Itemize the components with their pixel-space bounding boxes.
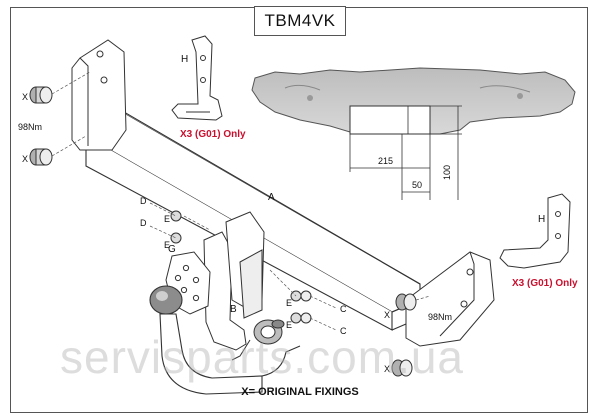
bumper-panel [251,67,576,135]
torque-right: 98Nm [428,312,452,322]
label-d-2: D [140,218,147,228]
label-e-4: E [286,320,292,330]
dimension-lines [349,105,462,200]
left-side-bracket [71,39,127,151]
torque-left: 98Nm [18,122,42,132]
label-d-1: D [140,196,147,206]
watermark: servisparts.com.ua [60,331,465,383]
dim-215: 215 [378,156,393,166]
label-h-right: H [538,214,545,225]
right-side-bracket [405,251,495,347]
label-h-top: H [181,54,188,65]
ball-mount-plate [203,211,265,351]
note-x3-top: X3 (G01) Only [180,129,246,140]
fasteners [29,86,417,377]
label-x-1: X [22,92,28,102]
label-c-2: C [340,326,347,336]
label-c-1: C [340,304,347,314]
label-x-2: X [22,154,28,164]
label-e-1: E [164,214,170,224]
leader-lines [51,71,431,331]
bracket-h-top [171,35,223,121]
tow-ball-neck [149,285,301,395]
cutout-rectangle [349,105,431,135]
label-x-3: X [384,310,390,320]
label-e-3: E [286,298,292,308]
dim-100: 100 [442,165,452,180]
label-b: B [230,304,237,315]
socket-assembly-b [231,319,285,361]
label-x-4: X [384,364,390,374]
bracket-h-right [499,193,571,269]
label-g: G [168,244,176,255]
dim-50: 50 [412,180,422,190]
label-e-2: E [164,240,170,250]
note-x3-right: X3 (G01) Only [512,278,578,289]
footer-note: X= ORIGINAL FIXINGS [241,386,359,398]
model-title: TBM4VK [254,6,346,36]
label-a: A [268,192,275,203]
